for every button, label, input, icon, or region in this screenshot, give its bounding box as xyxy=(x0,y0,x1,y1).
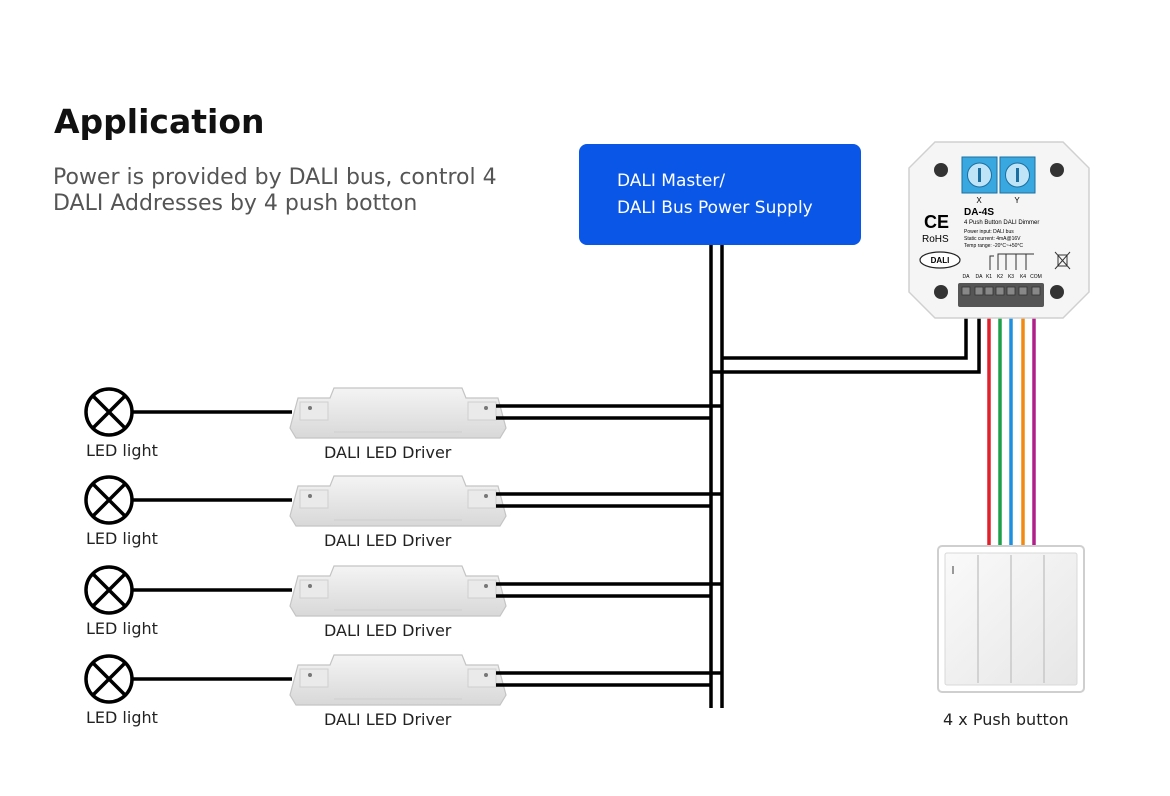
dimmer-name: 4 Push Button DALI Dimmer xyxy=(964,220,1039,226)
dial-y-label: Y xyxy=(1014,196,1020,205)
terminal-screw-icon xyxy=(984,286,994,296)
dali-logo-text: DALI xyxy=(931,256,950,265)
switch-label: 4 x Push button xyxy=(943,710,1069,729)
page-title: Application xyxy=(54,102,265,141)
led-light-label: LED light xyxy=(86,441,158,460)
led-light-label: LED light xyxy=(86,708,158,727)
dimmer-spec-2: Static current: 4mA@16V xyxy=(964,236,1021,242)
screw-icon xyxy=(308,406,312,410)
contact-symbol-icon xyxy=(989,253,1034,270)
subtitle: Power is provided by DALI bus, control 4… xyxy=(53,165,573,217)
terminal-screw-icon xyxy=(1006,286,1016,296)
driver-label: DALI LED Driver xyxy=(324,710,452,729)
driver-row xyxy=(84,654,722,706)
screw-icon xyxy=(484,494,488,498)
switch-wires xyxy=(987,305,1036,548)
terminal-label: K4 xyxy=(1020,274,1026,280)
driver-row xyxy=(84,565,722,617)
weee-bin-icon xyxy=(1054,251,1071,270)
ce-mark: CE xyxy=(924,212,949,232)
switch-indicator-icon xyxy=(952,566,954,574)
master-line-2: DALI Bus Power Supply xyxy=(617,198,813,218)
master-line-1: DALI Master/ xyxy=(617,171,726,191)
driver-row xyxy=(84,387,722,439)
screw-icon xyxy=(484,584,488,588)
terminal-screw-icon xyxy=(961,286,971,296)
terminal-label: DA xyxy=(976,274,984,280)
dali-master-box: DALI Master/ DALI Bus Power Supply xyxy=(579,144,861,245)
screw-icon xyxy=(484,673,488,677)
terminal-label: K3 xyxy=(1008,274,1014,280)
terminal-screws xyxy=(961,286,1041,296)
bus-wires xyxy=(709,245,981,708)
dali-led-driver xyxy=(289,565,507,617)
dali-led-driver xyxy=(289,475,507,527)
terminal-screw-icon xyxy=(1018,286,1028,296)
dali-logo-icon xyxy=(919,251,961,269)
terminal-label: K1 xyxy=(986,274,992,280)
terminal-label: DA xyxy=(963,274,971,280)
dali-led-driver xyxy=(289,654,507,706)
dimmer-module: X Y CE RoHS DA-4S 4 Push Button DALI Dim… xyxy=(908,141,1090,319)
driver-label: DALI LED Driver xyxy=(324,531,452,550)
dimmer-model: DA-4S xyxy=(964,207,994,218)
subtitle-line-2: DALI Addresses by 4 push botton xyxy=(53,191,418,216)
dali-led-driver xyxy=(289,387,507,439)
screw-icon xyxy=(484,406,488,410)
led-light-label: LED light xyxy=(86,619,158,638)
rohs-mark: RoHS xyxy=(922,234,949,245)
screw-icon xyxy=(308,584,312,588)
terminal-screw-icon xyxy=(974,286,984,296)
driver-rows xyxy=(84,387,722,706)
driver-row xyxy=(84,475,722,527)
dimmer-spec-1: Power input: DALI bus xyxy=(964,229,1014,235)
driver-label: DALI LED Driver xyxy=(324,443,452,462)
terminal-screw-icon xyxy=(995,286,1005,296)
subtitle-line-1: Power is provided by DALI bus, control 4 xyxy=(53,165,497,190)
screw-icon xyxy=(308,494,312,498)
screw-hole-icon xyxy=(1050,163,1064,177)
screw-icon xyxy=(308,673,312,677)
push-button-switch xyxy=(937,545,1085,693)
terminal-label: COM xyxy=(1030,274,1042,280)
led-light-label: LED light xyxy=(86,529,158,548)
terminal-label: K2 xyxy=(997,274,1003,280)
terminal-screw-icon xyxy=(1031,286,1041,296)
screw-hole-icon xyxy=(934,285,948,299)
screw-hole-icon xyxy=(1050,285,1064,299)
dimmer-spec-3: Temp range: -20°C~+50°C xyxy=(964,243,1023,249)
dial-x-label: X xyxy=(976,196,982,205)
screw-hole-icon xyxy=(934,163,948,177)
driver-label: DALI LED Driver xyxy=(324,621,452,640)
